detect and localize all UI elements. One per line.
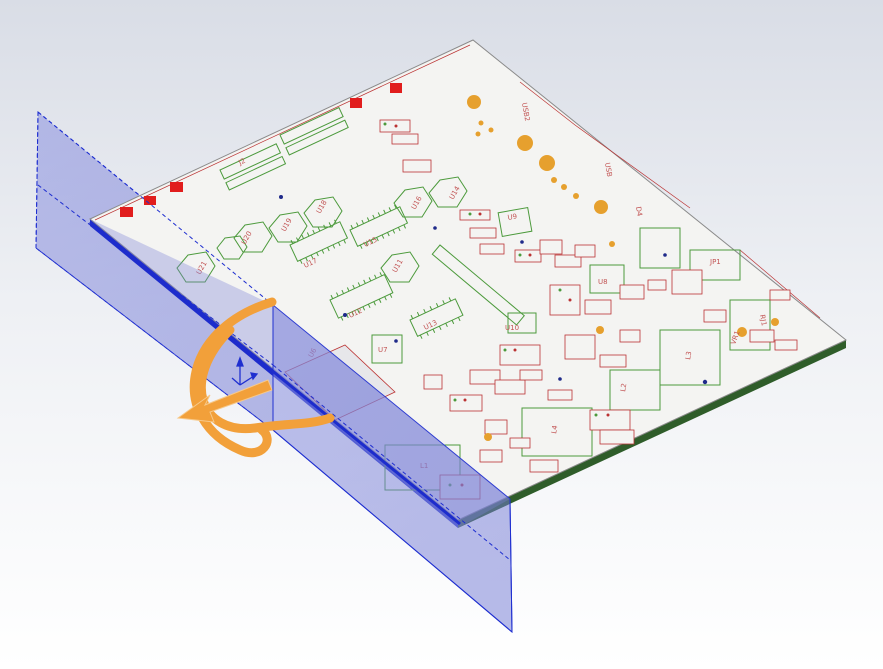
inductor-l4 <box>521 407 593 457</box>
svg-text:U10: U10 <box>505 324 519 332</box>
inductor-l3 <box>659 329 721 386</box>
inductor-l2 <box>609 369 661 411</box>
ic-u12 <box>329 272 394 321</box>
svg-text:D4: D4 <box>634 206 644 218</box>
qfn-u7 <box>371 334 403 364</box>
xyz-triad-icon <box>231 356 259 386</box>
section-cut-edge <box>89 220 461 526</box>
pcb-board-edge <box>458 340 846 528</box>
rotate-arrow-head <box>176 379 273 423</box>
ic-u13 <box>409 297 464 339</box>
qfn-u9 <box>497 206 533 238</box>
board-outline-details <box>94 44 821 319</box>
svg-text:L3: L3 <box>684 351 693 361</box>
header-j2 <box>219 143 287 191</box>
ic-u15 <box>349 204 409 249</box>
cap-outlines <box>176 176 468 283</box>
qfn-u10 <box>507 312 537 334</box>
svg-text:U9: U9 <box>507 212 518 222</box>
header-long <box>431 244 525 326</box>
copper-pads <box>467 95 779 441</box>
red-connector-pads <box>120 83 402 217</box>
section-plane-overlap <box>90 219 510 528</box>
svg-text:RJ1: RJ1 <box>758 314 768 327</box>
rotate-arrow-icon[interactable] <box>189 297 335 458</box>
conn-right-1 <box>639 227 681 269</box>
svg-text:U7: U7 <box>378 346 388 354</box>
svg-text:L4: L4 <box>550 424 559 434</box>
header-top <box>279 106 349 156</box>
svg-text:L2: L2 <box>619 383 628 393</box>
svg-text:JP1: JP1 <box>709 258 721 266</box>
svg-text:USB: USB <box>603 162 613 178</box>
qfn-u8 <box>589 264 625 294</box>
svg-text:U8: U8 <box>598 278 608 286</box>
conn-right-3 <box>729 299 771 351</box>
svg-text:USB2: USB2 <box>520 102 531 122</box>
svg-text:J2: J2 <box>237 157 247 167</box>
conn-right-2 <box>689 249 741 281</box>
vias <box>279 195 708 385</box>
